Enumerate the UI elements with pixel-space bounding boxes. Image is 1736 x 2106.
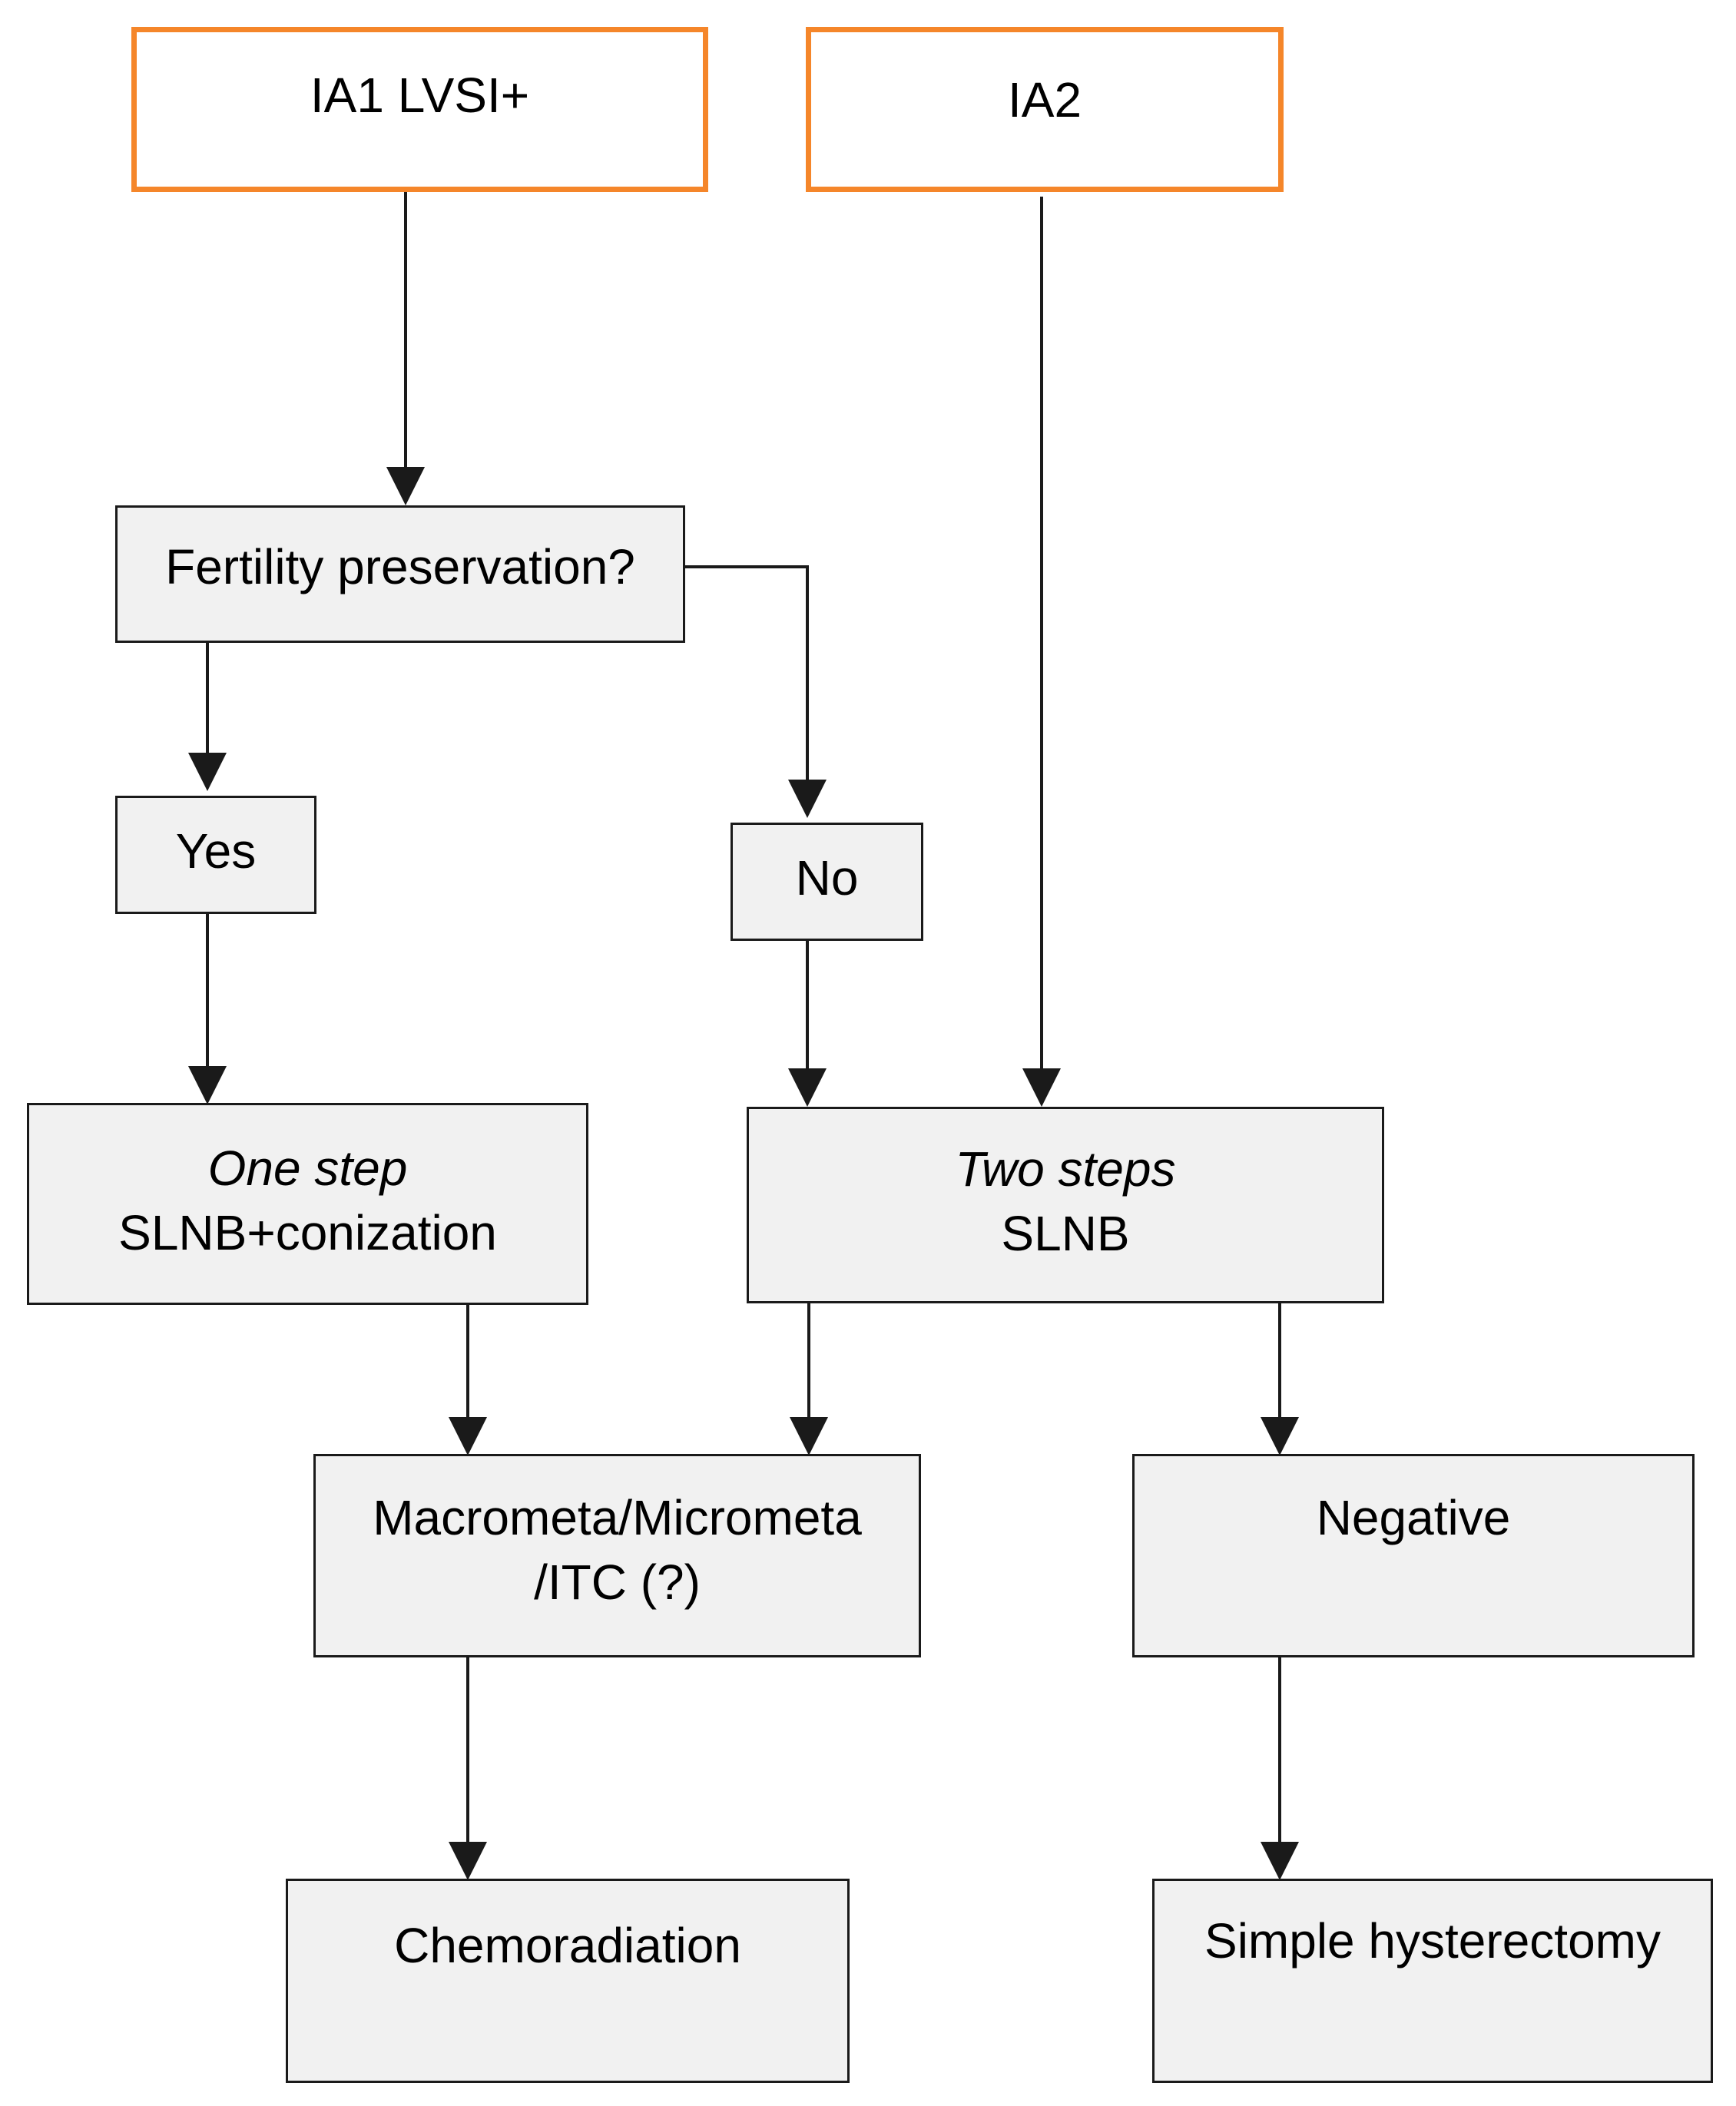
one-step-title: One step — [207, 1140, 408, 1196]
one-step-box: One step SLNB+conization — [27, 1103, 588, 1305]
one-step-procedure: SLNB+conization — [118, 1204, 497, 1260]
no-box: No — [731, 823, 923, 941]
arrowhead-two-steps-to-negative — [1261, 1417, 1299, 1455]
arrowhead-ia1-to-fertility — [386, 467, 425, 505]
simple-hysterectomy-label: Simple hysterectomy — [1204, 1913, 1661, 1969]
arrowhead-positive-to-chemo — [449, 1842, 487, 1880]
arrowhead-negative-to-hysterectomy — [1261, 1842, 1299, 1880]
arrowhead-one-step-to-positive — [449, 1417, 487, 1455]
fertility-preservation-label: Fertility preservation? — [165, 538, 635, 594]
arrowhead-no-to-two-steps — [788, 1068, 827, 1107]
fertility-preservation-box: Fertility preservation? — [115, 505, 685, 643]
chemoradiation-label: Chemoradiation — [394, 1918, 741, 1973]
positive-result-line2: /ITC (?) — [534, 1555, 701, 1610]
stage-box-ia1-lvsi: IA1 LVSI+ — [131, 27, 708, 192]
two-steps-procedure: SLNB — [1001, 1206, 1130, 1261]
positive-result-line1: Macrometa/Micrometa — [373, 1490, 862, 1545]
yes-box: Yes — [115, 796, 316, 914]
stage-ia1-label: IA1 LVSI+ — [310, 68, 530, 123]
stage-box-ia2: IA2 — [806, 27, 1284, 192]
two-steps-box: Two steps SLNB — [747, 1107, 1384, 1303]
chemoradiation-box: Chemoradiation — [286, 1879, 850, 2083]
no-label: No — [795, 850, 859, 906]
stage-ia2-label: IA2 — [1007, 72, 1082, 127]
arrowhead-fertility-to-yes — [188, 753, 227, 791]
arrowhead-two-steps-to-positive — [790, 1417, 828, 1455]
positive-result-box: Macrometa/Micrometa /ITC (?) — [313, 1454, 921, 1657]
arrowhead-ia2-to-two-steps — [1022, 1068, 1061, 1107]
simple-hysterectomy-box: Simple hysterectomy — [1152, 1879, 1713, 2083]
arrow-fertility-to-no — [684, 565, 809, 780]
negative-result-box: Negative — [1132, 1454, 1695, 1657]
two-steps-title: Two steps — [955, 1141, 1176, 1197]
yes-label: Yes — [175, 823, 257, 879]
arrowhead-fertility-to-no — [788, 780, 827, 818]
arrowhead-yes-to-one-step — [188, 1066, 227, 1104]
negative-result-label: Negative — [1316, 1490, 1511, 1545]
